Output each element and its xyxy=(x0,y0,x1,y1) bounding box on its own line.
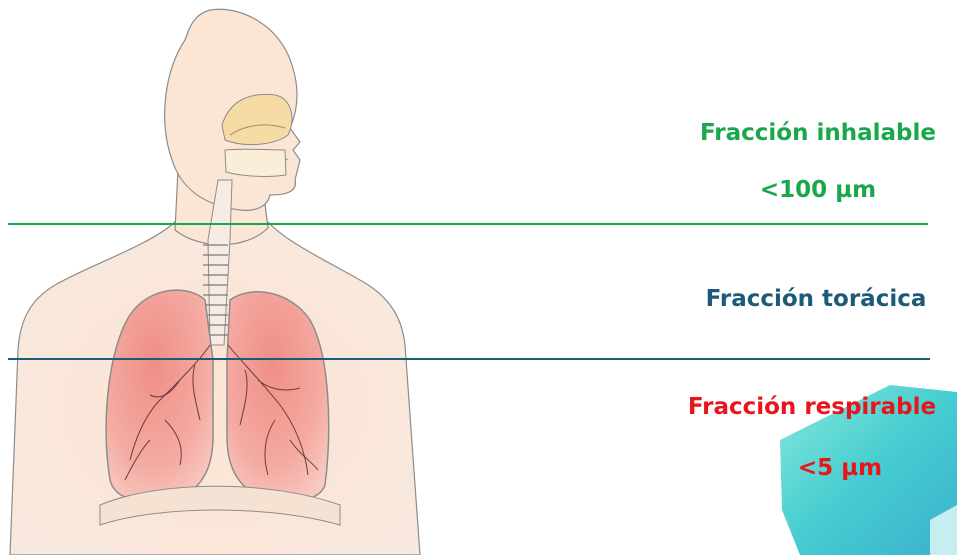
respirable-fraction-label: Fracción respirable xyxy=(662,394,957,420)
respirable-size-label: <5 µm xyxy=(760,455,920,481)
thoracic-fraction-label: Fracción torácica xyxy=(676,286,956,312)
inhalable-fraction-label: Fracción inhalable xyxy=(676,120,957,146)
inhalable-size-label: <100 µm xyxy=(676,177,957,203)
